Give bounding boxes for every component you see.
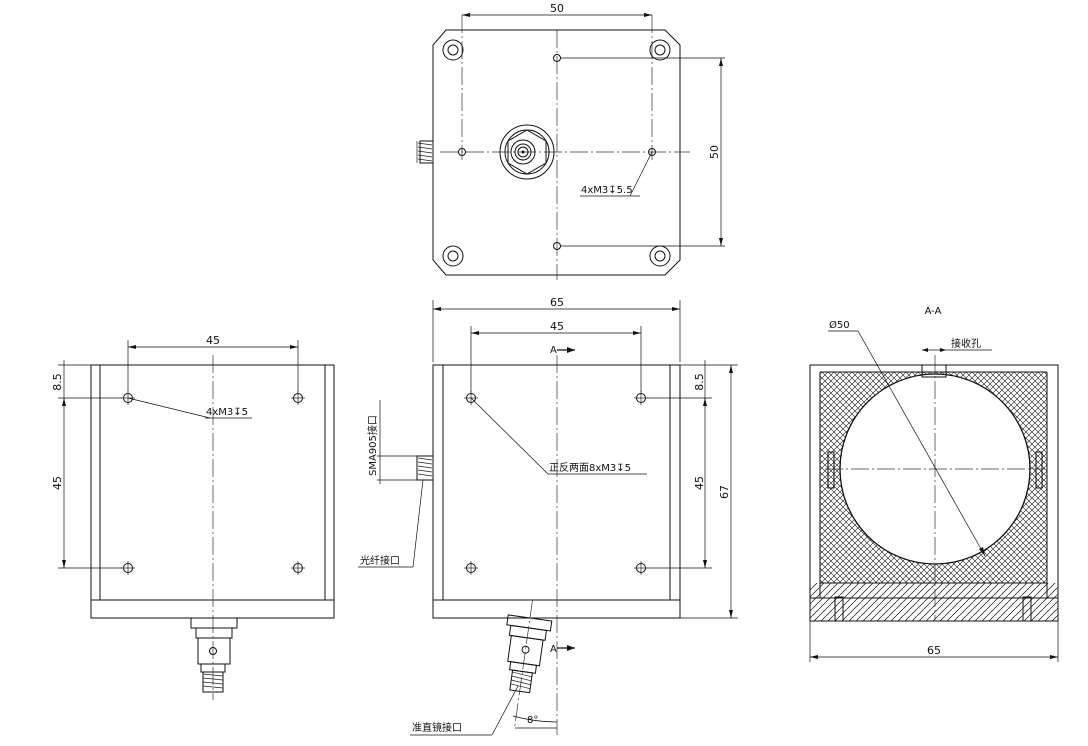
section-receiver-callout: 接收孔 (922, 337, 992, 352)
front-overall-height-dimension: 67 (680, 364, 738, 619)
front-collimator-connector (506, 600, 553, 729)
top-view: 50 50 4xM3↧5.5 (416, 2, 725, 280)
front-view-outline (432, 364, 681, 619)
front-overall-height-dim-text: 67 (718, 485, 731, 499)
front-sma-label: SMA905接口 (366, 415, 379, 476)
left-bottom-connector (190, 617, 238, 693)
front-offset-dim-text: 8.5 (693, 373, 706, 391)
left-height-dim-text: 45 (51, 476, 64, 490)
section-receiver-label: 接收孔 (951, 337, 981, 350)
front-fiber-label: 光纤接口 (360, 554, 400, 567)
top-view-outline (432, 29, 681, 276)
section-receiver-hole (921, 364, 947, 378)
top-height-dim-text: 50 (708, 145, 721, 159)
front-offset-dimension: 8.5 (647, 360, 712, 403)
front-hole-height-dim-text: 45 (693, 476, 706, 490)
front-hole-callout-text: 正反两面8xM3↧5 (549, 462, 631, 474)
left-hole-callout-text: 4xM3↧5 (206, 407, 248, 418)
front-overall-width-dim-text: 65 (550, 296, 564, 309)
front-section-mark-top-text: A (550, 345, 557, 356)
front-view: 65 45 A A 8.5 (358, 296, 738, 736)
left-view: 45 8.5 45 4xM3↧5 (51, 334, 335, 700)
top-hole-callout-text: 4xM3↧5.5 (581, 185, 633, 196)
section-width-dimension: 65 (809, 621, 1059, 662)
front-hole-height-dimension: 45 (647, 398, 712, 569)
front-overall-width-dimension: 65 (432, 296, 681, 362)
top-connector (499, 124, 555, 180)
section-width-dim-text: 65 (927, 644, 941, 657)
top-width-dimension: 50 (462, 2, 652, 17)
front-angle-dimension: 8° (512, 715, 558, 729)
section-diameter-text: Ø50 (829, 319, 850, 331)
front-angle-dim-text: 8° (527, 715, 538, 726)
front-section-mark-bottom-text: A (550, 644, 557, 655)
top-corner-holes (442, 39, 671, 267)
front-section-mark-top: A (550, 345, 575, 356)
section-base-hatch (810, 583, 1058, 621)
top-width-dim-text: 50 (550, 2, 564, 15)
front-sma-connector: SMA905接口 (366, 400, 434, 484)
section-body-hatch (820, 372, 1047, 583)
top-side-thread (416, 140, 434, 164)
top-hole-callout: 4xM3↧5.5 (580, 151, 653, 197)
front-hole-callout: 正反两面8xM3↧5 (470, 397, 647, 475)
section-title: A-A (925, 306, 942, 317)
section-diameter-dimension: Ø50 (828, 319, 986, 557)
left-offset-dim-text: 8.5 (51, 373, 64, 391)
front-hole-spacing-dimension: 45 (470, 320, 642, 392)
front-collimator-callout: 准直镜接口 (410, 685, 519, 736)
left-hole-callout: 4xM3↧5 (127, 397, 252, 419)
section-view: A-A Ø50 接 (809, 306, 1059, 662)
front-holes (464, 391, 648, 575)
left-offset-dimension: 8.5 (51, 360, 122, 403)
left-width-dim-text: 45 (206, 334, 220, 347)
front-hole-spacing-dim-text: 45 (550, 320, 564, 333)
front-section-mark-bottom: A (550, 644, 575, 655)
left-width-dimension: 45 (127, 334, 299, 392)
left-height-dimension: 45 (51, 398, 122, 569)
front-fiber-callout: 光纤接口 (358, 479, 424, 568)
top-height-dimension: 50 (560, 57, 725, 247)
front-collimator-label: 准直镜接口 (412, 721, 462, 734)
